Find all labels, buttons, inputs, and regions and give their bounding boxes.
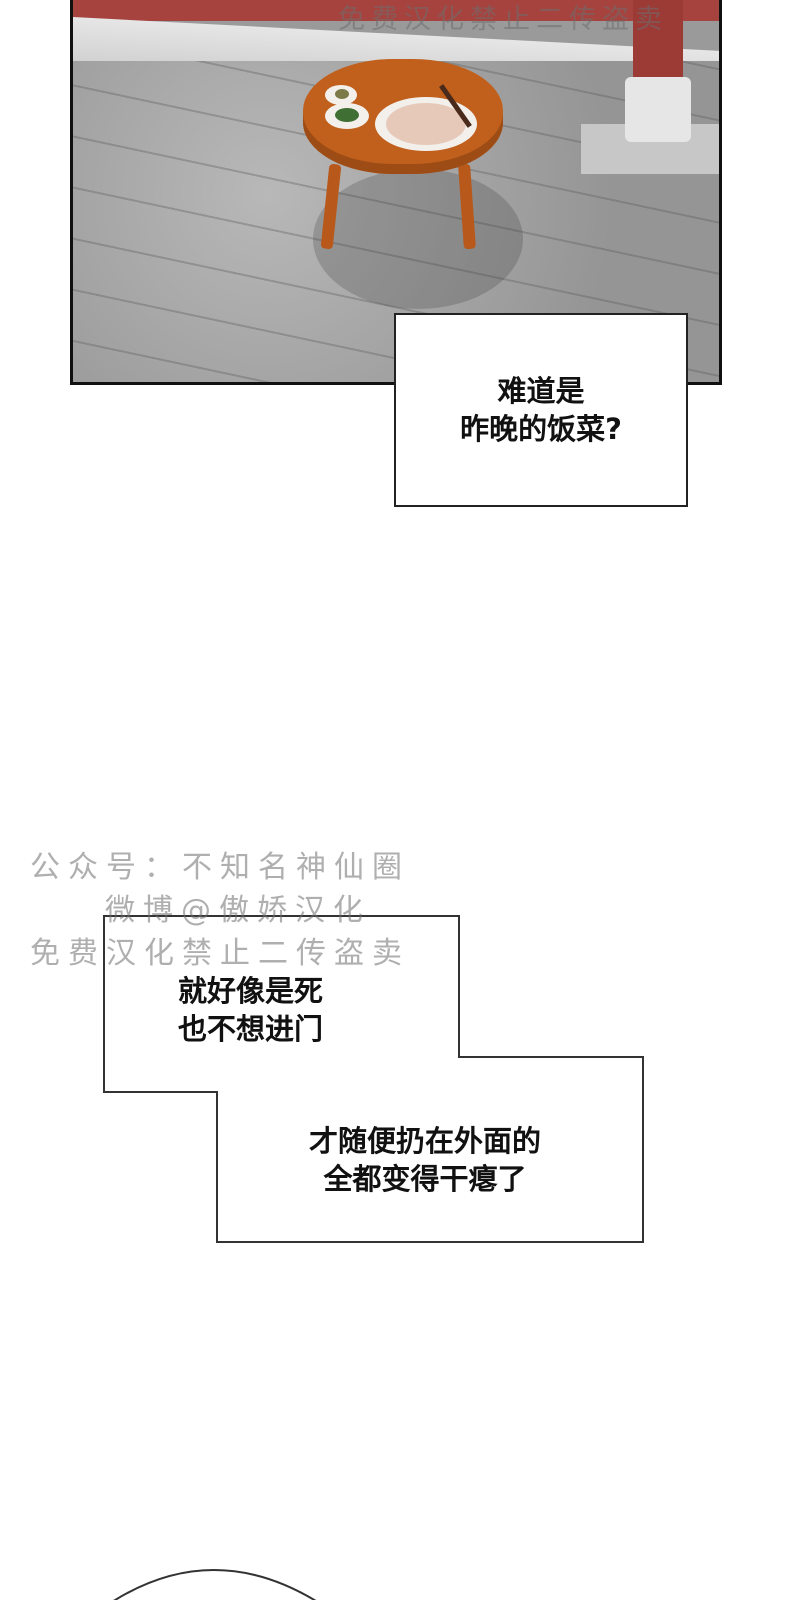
caption-box-3: 才随便扔在外面的 全都变得干瘪了 [260, 1122, 590, 1198]
pillar-base [625, 77, 691, 142]
caption-line: 昨晚的饭菜? [460, 412, 622, 446]
caption-line: 也不想进门 [178, 1012, 324, 1046]
caption-box-2: 就好像是死 也不想进门 [178, 972, 323, 1048]
watermark-line-1: 公众号：不知名神仙圈 [30, 850, 410, 885]
watermark-line-3: 免费汉化禁止二传盗卖 [30, 936, 410, 971]
main-dish [386, 103, 466, 145]
caption-line: 全都变得干瘪了 [323, 1162, 527, 1196]
table-shadow [313, 169, 523, 309]
red-wall [73, 0, 719, 21]
caption-box-1: 难道是 昨晚的饭菜? [394, 313, 688, 507]
speech-bubble-edge [113, 1569, 317, 1600]
caption-line: 就好像是死 [178, 974, 324, 1008]
caption-line: 难道是 [497, 374, 585, 408]
side-dish [335, 89, 349, 99]
greens-dish [335, 108, 359, 122]
caption-line: 才随便扔在外面的 [308, 1124, 541, 1158]
watermark-line-2: 微博@傲娇汉化 [105, 893, 371, 928]
watermark-top: 免费汉化禁止二传盗卖 [338, 4, 668, 35]
